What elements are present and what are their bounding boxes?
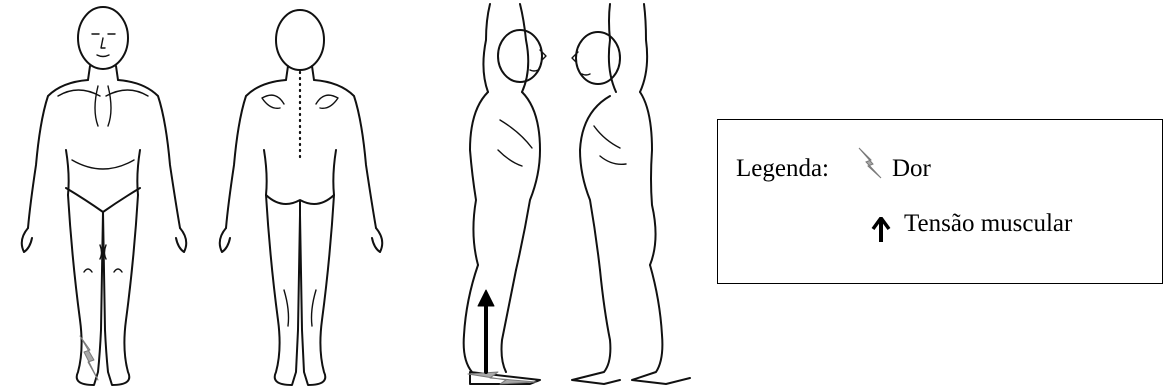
side-view-left-figure (572, 4, 690, 384)
front-legs (68, 195, 138, 385)
front-chest (58, 86, 148, 169)
side-right-face (530, 50, 546, 71)
side-right-tension-arrow-head (478, 290, 494, 306)
back-legs (266, 195, 334, 385)
front-torso (28, 80, 180, 228)
front-pain-marker (80, 336, 98, 380)
legend-title: Legenda: (736, 155, 829, 183)
side-right-legs (464, 265, 540, 384)
side-right-chest (498, 120, 532, 166)
side-right-head (498, 30, 542, 82)
side-right-body (470, 92, 540, 270)
side-right-arms-up (483, 4, 528, 92)
up-arrow-icon (871, 217, 891, 243)
back-calves (284, 290, 316, 326)
side-left-face (572, 52, 590, 75)
legend-pain-label: Dor (892, 155, 931, 183)
back-buttocks (266, 195, 334, 215)
side-left-head (576, 32, 620, 84)
side-left-arms-up (609, 4, 647, 92)
side-view-right-figure (464, 4, 546, 384)
front-view-figure (22, 7, 187, 385)
back-head (276, 10, 324, 70)
side-left-body (580, 92, 656, 270)
legend-tension-label: Tensão muscular (904, 210, 1072, 238)
back-view-figure (220, 10, 383, 385)
legend-box: Legenda: Dor Tensão muscular (717, 119, 1163, 284)
side-left-chest (594, 126, 626, 164)
front-pelvis (66, 188, 140, 212)
front-face (92, 34, 115, 57)
lightning-bolt-icon (855, 146, 885, 180)
side-left-legs (572, 265, 690, 384)
body-diagram (0, 0, 700, 390)
